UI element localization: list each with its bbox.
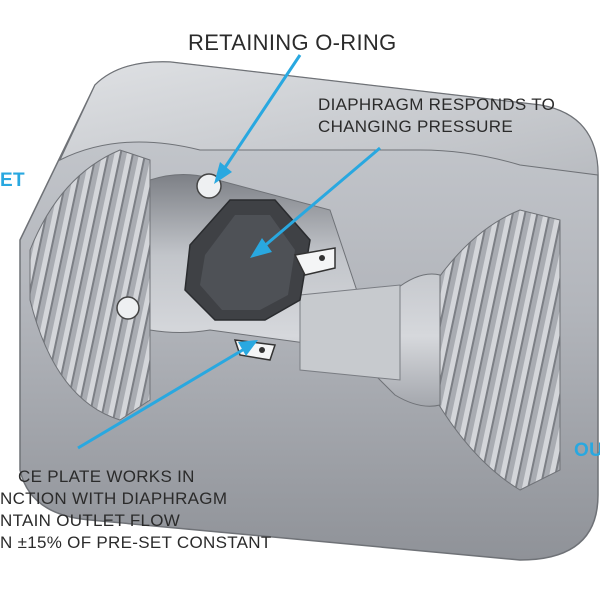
- label-orifice-line-4: N ±15% OF PRE-SET CONSTANT: [0, 533, 272, 552]
- arrow-orifice: [77, 346, 247, 450]
- label-diaphragm-line-2: CHANGING PRESSURE: [318, 117, 513, 136]
- label-orifice-line-3: NTAIN OUTLET FLOW: [0, 511, 181, 530]
- label-diaphragm: DIAPHRAGM RESPONDS TO CHANGING PRESSURE: [318, 94, 555, 138]
- label-inlet: ET: [0, 170, 25, 191]
- label-orifice-line-2: NCTION WITH DIAPHRAGM: [0, 489, 228, 508]
- diaphragm-cavity: [184, 199, 311, 321]
- inlet-thread: [29, 149, 151, 421]
- o-rings: [116, 173, 222, 320]
- label-orifice-line-1: CE PLATE WORKS IN: [18, 467, 195, 486]
- label-outlet: OU: [574, 440, 600, 461]
- arrow-oring: [220, 54, 302, 173]
- callout-arrows: [77, 54, 381, 450]
- label-diaphragm-line-1: DIAPHRAGM RESPONDS TO: [318, 95, 556, 114]
- arrow-diaphragm: [261, 146, 381, 250]
- label-retaining-oring: RETAINING O-RING: [188, 30, 397, 55]
- outlet-thread: [429, 209, 561, 491]
- label-orifice-plate: CE PLATE WORKS IN NCTION WITH DIAPHRAGM …: [0, 466, 272, 554]
